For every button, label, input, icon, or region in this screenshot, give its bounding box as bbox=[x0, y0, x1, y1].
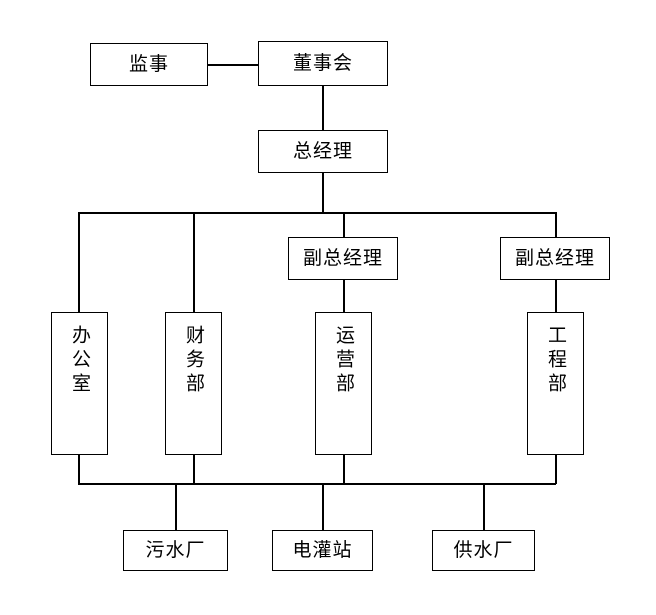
edge-deputy-gm-2-to-engineering bbox=[555, 280, 557, 312]
edge-operations-to-lower-bus bbox=[343, 455, 345, 484]
node-office-label: 办公室 bbox=[69, 325, 91, 397]
edge-finance-to-lower-bus bbox=[193, 455, 195, 484]
edge-lower-bus-to-irrigation-station bbox=[322, 483, 324, 530]
edge-engineering-to-lower-bus bbox=[555, 455, 557, 484]
edge-bus-to-deputy-gm-2 bbox=[555, 212, 557, 237]
edge-gm-to-bus bbox=[322, 173, 324, 213]
node-finance-department[interactable]: 财务部 bbox=[165, 312, 222, 455]
node-deputy-general-manager-1-label: 副总经理 bbox=[302, 246, 383, 269]
node-water-plant-label: 供水厂 bbox=[453, 538, 514, 561]
node-engineering-department[interactable]: 工程部 bbox=[527, 312, 584, 455]
edge-board-to-gm bbox=[322, 86, 324, 130]
node-board-of-directors-label: 董事会 bbox=[292, 51, 353, 74]
edge-lower-bus-to-sewage-plant bbox=[175, 483, 177, 530]
node-irrigation-station[interactable]: 电灌站 bbox=[272, 530, 373, 571]
edge-deputy-gm-1-to-operations bbox=[343, 280, 345, 312]
edge-bus-to-office bbox=[78, 212, 80, 312]
node-sewage-plant[interactable]: 污水厂 bbox=[123, 530, 228, 571]
edge-bus-to-finance bbox=[193, 212, 195, 312]
node-operations-department-label: 运营部 bbox=[333, 325, 355, 397]
edge-lower-bus-to-water-plant bbox=[483, 483, 485, 530]
node-general-manager[interactable]: 总经理 bbox=[258, 130, 388, 173]
node-office[interactable]: 办公室 bbox=[51, 312, 108, 455]
node-engineering-department-label: 工程部 bbox=[545, 325, 567, 397]
node-deputy-general-manager-2-label: 副总经理 bbox=[514, 246, 595, 269]
node-deputy-general-manager-1[interactable]: 副总经理 bbox=[288, 237, 398, 280]
node-operations-department[interactable]: 运营部 bbox=[315, 312, 372, 455]
node-general-manager-label: 总经理 bbox=[292, 139, 353, 162]
node-water-plant[interactable]: 供水厂 bbox=[432, 530, 535, 571]
node-supervisor[interactable]: 监事 bbox=[90, 43, 208, 86]
edge-upper-bus bbox=[78, 212, 556, 214]
edge-supervisor-to-board bbox=[208, 64, 258, 66]
node-board-of-directors[interactable]: 董事会 bbox=[258, 41, 388, 86]
edge-office-to-lower-bus bbox=[78, 455, 80, 484]
node-deputy-general-manager-2[interactable]: 副总经理 bbox=[500, 237, 610, 280]
node-supervisor-label: 监事 bbox=[128, 52, 169, 75]
node-sewage-plant-label: 污水厂 bbox=[145, 538, 206, 561]
edge-lower-bus bbox=[78, 483, 556, 485]
edge-bus-to-deputy-gm-1 bbox=[343, 212, 345, 237]
node-finance-department-label: 财务部 bbox=[183, 325, 205, 397]
node-irrigation-station-label: 电灌站 bbox=[292, 538, 353, 561]
